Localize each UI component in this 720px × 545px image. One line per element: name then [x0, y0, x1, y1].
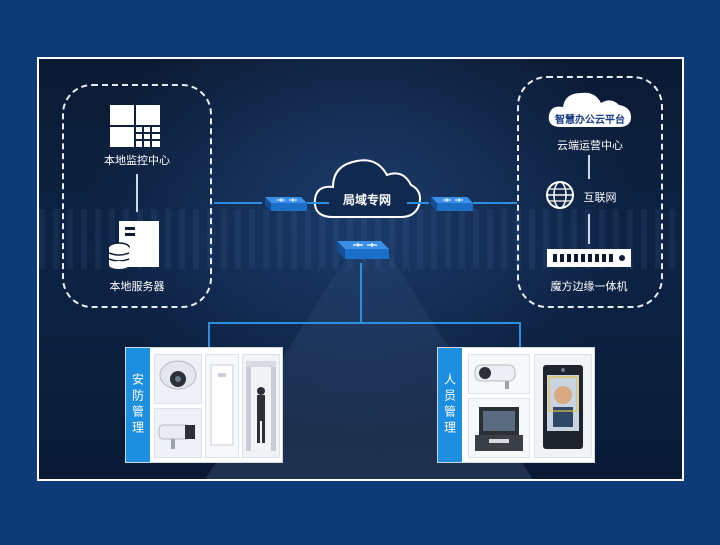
cloud-connector-line-top [588, 155, 590, 179]
dome-camera-image [154, 354, 202, 404]
switch-center-icon [337, 241, 389, 259]
diagram-panel: 本地监控中心 本地服务器 智慧办公云平台 云端运营中心 互联网 魔方边缘一 [37, 57, 684, 481]
personnel-tab: 人员管理 [438, 348, 462, 462]
personnel-management-box: 人员管理 [437, 347, 595, 463]
security-tab: 安防管理 [126, 348, 150, 462]
edge-device-label: 魔方边缘一体机 [550, 280, 628, 293]
link-bottom-horizontal [208, 322, 521, 324]
internet-label: 互联网 [583, 191, 617, 204]
lan-cloud-icon [313, 159, 421, 218]
security-management-box: 安防管理 [125, 347, 283, 463]
cloud-group-frame [517, 76, 663, 308]
cloud-platform-label: 智慧办公云平台 [555, 115, 625, 126]
cloud-platform-icon [548, 92, 631, 127]
link-left-to-switch [214, 202, 262, 204]
server-label: 本地服务器 [109, 280, 165, 293]
edge-device-icon [547, 249, 631, 267]
bullet-camera-image [154, 408, 202, 458]
local-group-frame [62, 84, 212, 308]
link-cloud-to-switch-right [407, 202, 429, 204]
switch-right-icon [431, 197, 473, 211]
switch-left-icon [265, 197, 307, 211]
monitor-wall-icon [110, 105, 160, 147]
server-icon [109, 221, 159, 269]
face-recognition-panel-image [534, 354, 592, 458]
link-to-security [208, 322, 210, 348]
security-gate-image [242, 354, 280, 458]
cloud-ops-label: 云端运营中心 [557, 139, 623, 152]
attendance-terminal-image [468, 398, 530, 458]
face-camera-image [468, 354, 530, 394]
link-switch-to-cloud-left [307, 202, 329, 204]
link-switch-to-right [473, 202, 517, 204]
cloud-connector-line-bottom [588, 214, 590, 244]
link-to-personnel [519, 322, 521, 348]
lan-label: 局域专网 [342, 193, 391, 207]
link-center-down [360, 263, 362, 322]
access-panel-image [205, 354, 239, 458]
local-connector-line [136, 174, 138, 212]
globe-icon [546, 181, 574, 209]
monitor-center-label: 本地监控中心 [104, 154, 170, 167]
